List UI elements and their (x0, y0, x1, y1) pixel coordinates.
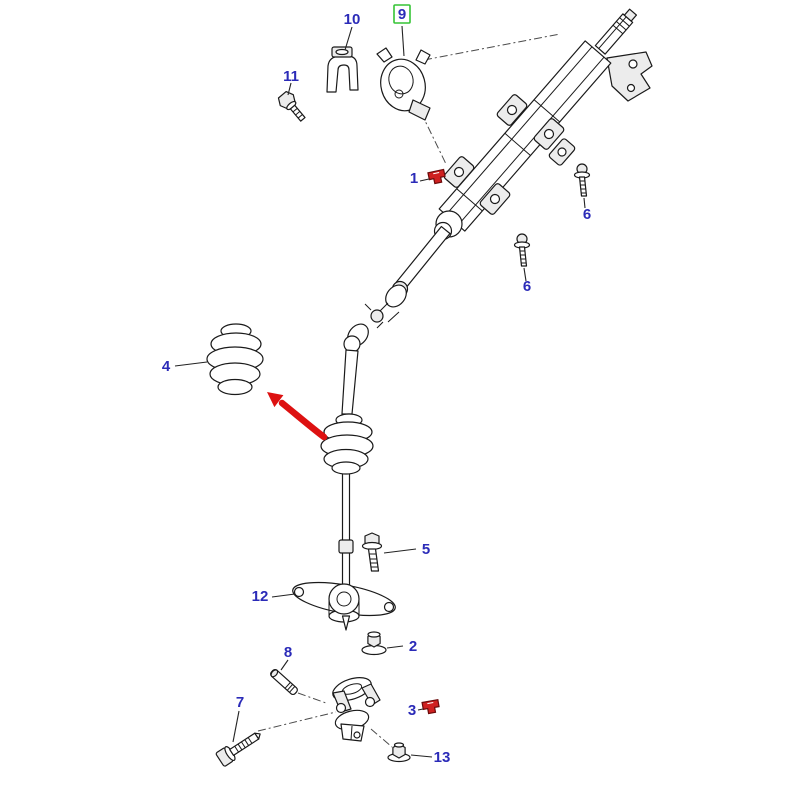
nut-part-2 (361, 631, 387, 656)
ignition-lock-cylinder (594, 8, 638, 55)
upper-shaft (395, 225, 451, 291)
clip-slot (433, 171, 440, 175)
intermediate-shaft (341, 349, 359, 415)
callout-label-5[interactable]: 5 (422, 541, 430, 558)
callout-label-13[interactable]: 13 (434, 749, 451, 766)
pin-part-8 (270, 668, 298, 696)
universal-joint (343, 284, 407, 353)
bolt-part-11 (277, 90, 306, 122)
callout-label-11[interactable]: 11 (283, 68, 299, 85)
bolt-part-7 (215, 732, 261, 767)
callout-label-6-lower[interactable]: 6 (523, 278, 531, 295)
callout-label-10[interactable]: 10 (344, 11, 361, 28)
callout-label-2[interactable]: 2 (409, 638, 417, 655)
callout-label-9[interactable]: 9 (398, 6, 406, 23)
column-mounting-tab (479, 183, 511, 215)
column-mounting-tab (443, 156, 475, 188)
clamp-part-10 (326, 46, 359, 93)
callout-label-8[interactable]: 8 (284, 644, 292, 661)
callout-label-7[interactable]: 7 (236, 694, 244, 711)
shaft-boot (320, 413, 374, 475)
retainer-clip-part-3[interactable] (421, 699, 440, 715)
direction-arrow (267, 392, 328, 441)
screw-part-6-lower (513, 233, 531, 267)
leader-lines (174, 25, 586, 758)
callout-label-6-upper[interactable]: 6 (583, 206, 591, 223)
highlighted-clip-shape[interactable] (421, 699, 440, 715)
steering-column-assembly (292, 8, 653, 656)
column-mounting-tab (533, 118, 565, 150)
screw-part-6-upper (573, 163, 591, 197)
highlighted-clip-shape[interactable] (427, 168, 446, 185)
clip-slot (427, 702, 434, 705)
selected-callout-box (393, 4, 411, 24)
bolt-part-5 (361, 532, 383, 572)
ignition-switch-part-9 (376, 47, 431, 121)
lower-coupling-assembly (332, 677, 381, 742)
arrow-shaft (278, 399, 328, 441)
column-mounting-tab (548, 138, 576, 166)
nut-part-13 (387, 742, 411, 763)
callout-label-4[interactable]: 4 (162, 358, 171, 375)
column-mount-bracket (606, 51, 653, 102)
arrow-head (267, 392, 284, 408)
callout-label-3[interactable]: 3 (408, 702, 416, 719)
callout-label-1[interactable]: 1 (410, 170, 418, 187)
retainer-clip-part-1[interactable] (427, 168, 446, 185)
callout-label-12[interactable]: 12 (252, 588, 269, 605)
flange-plate-part-12 (292, 581, 396, 631)
column-mounting-tab (496, 94, 528, 126)
column-tube (438, 40, 612, 232)
boot-part-4 (206, 323, 264, 396)
